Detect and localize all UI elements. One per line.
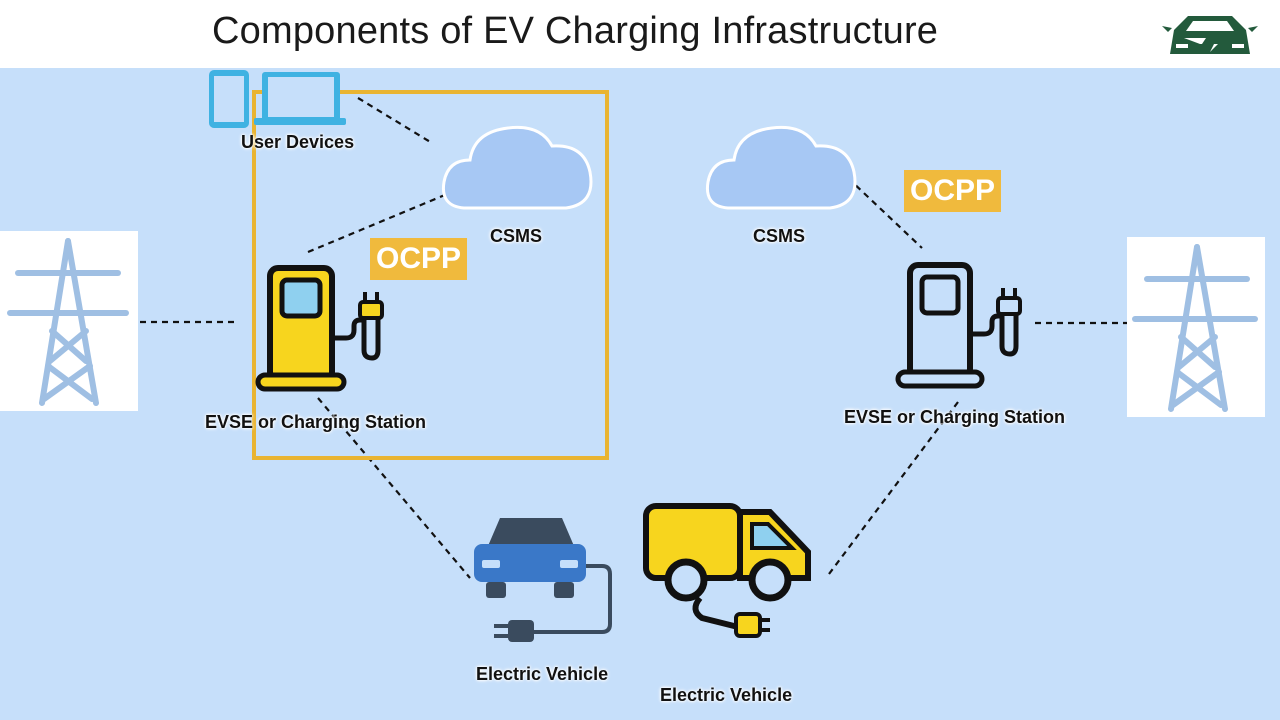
page-title: Components of EV Charging Infrastructure xyxy=(212,10,939,52)
header-bar: Components of EV Charging Infrastructure xyxy=(0,0,1280,68)
power-tower-icon xyxy=(1132,244,1258,412)
line-csms-station-right xyxy=(847,177,923,249)
car-icon xyxy=(474,518,612,642)
ev-car-bolt-icon xyxy=(1162,16,1258,54)
truck-icon xyxy=(643,503,811,638)
ocpp-badge-left: OCPP xyxy=(370,238,468,280)
line-station-truck-right xyxy=(825,401,959,579)
cloud-icon-right xyxy=(705,125,857,210)
charging-station-yellow-icon xyxy=(255,265,384,392)
charging-station-white-icon xyxy=(895,262,1022,389)
line-station-csms-left xyxy=(307,190,453,254)
connection-lines xyxy=(140,97,1128,579)
vehicle-label-car: Electric Vehicle xyxy=(476,664,609,684)
phone-icon xyxy=(209,70,249,128)
power-tower-icon xyxy=(7,238,129,406)
csms-label-right: CSMS xyxy=(753,226,806,246)
station-label-left: EVSE or Charging Station xyxy=(205,412,427,432)
user-devices-label: User Devices xyxy=(241,132,355,152)
station-label-right: EVSE or Charging Station xyxy=(844,407,1066,427)
ocpp-badge-right: OCPP xyxy=(904,170,1002,212)
line-devices-csms xyxy=(357,97,433,144)
grid-tower-panel-left xyxy=(0,231,138,411)
grid-tower-panel-right xyxy=(1127,237,1265,417)
laptop-icon xyxy=(254,72,346,125)
highlight-box xyxy=(252,90,609,460)
cloud-icon-left xyxy=(441,125,593,210)
vehicle-label-truck: Electric Vehicle xyxy=(660,685,793,705)
csms-label-left: CSMS xyxy=(490,226,543,246)
